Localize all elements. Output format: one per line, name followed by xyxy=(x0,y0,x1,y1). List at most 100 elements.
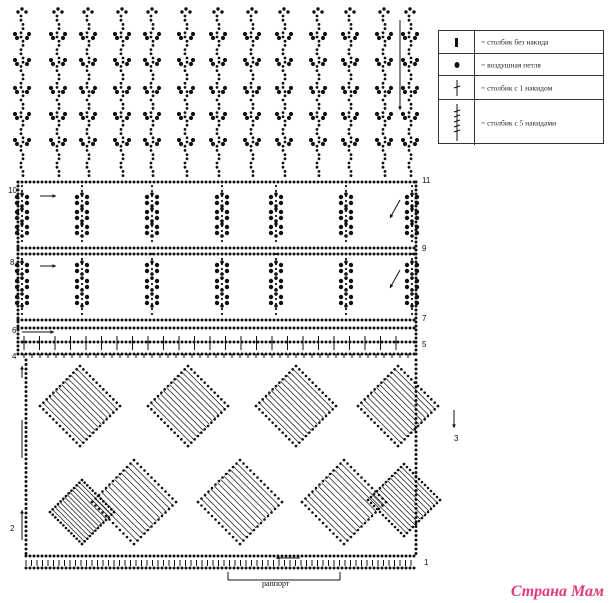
chain-dot xyxy=(88,566,92,570)
chain-dot xyxy=(20,326,24,330)
chain-dot xyxy=(352,89,358,95)
chain-dot xyxy=(24,318,28,322)
chain-dot xyxy=(183,165,187,169)
chain-dot xyxy=(183,98,187,102)
chain-dot xyxy=(220,234,224,238)
chain-dot xyxy=(212,318,216,322)
chain-dot xyxy=(328,352,332,356)
chain-dot xyxy=(128,246,132,250)
chain-dot xyxy=(149,52,153,56)
chain-dot xyxy=(414,248,418,252)
chain-dot xyxy=(400,326,404,330)
chain-dot xyxy=(338,200,344,206)
chain-dot xyxy=(376,566,380,570)
chain-dot xyxy=(254,141,260,147)
chain-dot xyxy=(274,260,278,264)
chain-dot xyxy=(28,554,32,558)
diamond-block-2 xyxy=(254,364,338,448)
chain-dot xyxy=(224,180,228,184)
chain-dot xyxy=(72,534,76,538)
chain-dot xyxy=(317,174,321,178)
chain-dot xyxy=(413,428,416,431)
chain-dot xyxy=(381,144,385,148)
chain-dot xyxy=(349,39,353,43)
chain-dot xyxy=(240,252,244,256)
chain-dot xyxy=(215,52,219,56)
chain-dot xyxy=(220,214,224,218)
chain-dot xyxy=(347,132,351,136)
chain-dot xyxy=(119,115,123,119)
chain-dot xyxy=(368,554,372,558)
chain-dot xyxy=(154,194,160,200)
chain-dot xyxy=(216,326,220,330)
chain-dot xyxy=(173,378,176,381)
chain-dot xyxy=(19,48,23,51)
chain-dot xyxy=(120,180,124,184)
chain-dot xyxy=(404,224,410,230)
chain-dot xyxy=(412,115,418,121)
chain-dot xyxy=(21,157,25,161)
chain-dot xyxy=(87,123,91,127)
chain-dot xyxy=(108,414,112,418)
chain-dot xyxy=(52,252,56,256)
chain-dot xyxy=(20,312,24,316)
chain-dot xyxy=(344,199,348,203)
chain-dot xyxy=(16,292,20,296)
chain-dot xyxy=(76,352,80,356)
chain-dot xyxy=(144,180,148,184)
chain-dot xyxy=(340,340,344,344)
chain-dot xyxy=(264,414,268,418)
chain-dot xyxy=(381,132,385,136)
chain-dot xyxy=(374,137,380,143)
chain-dot xyxy=(324,554,328,558)
chain-dot xyxy=(349,23,353,26)
chain-dot xyxy=(281,431,284,434)
chain-dot xyxy=(420,388,423,391)
chain-dot xyxy=(160,246,164,250)
chain-dot xyxy=(409,119,413,123)
tall-stitch xyxy=(71,489,105,523)
chain-dot xyxy=(132,318,136,322)
chain-dot xyxy=(426,510,430,514)
chain-dot xyxy=(185,77,189,81)
tall-stitch xyxy=(324,479,367,522)
chain-dot xyxy=(150,297,154,301)
chain-dot xyxy=(283,153,287,157)
chain-dot xyxy=(378,486,382,490)
chain-dot xyxy=(96,252,100,256)
chain-dot xyxy=(20,234,24,238)
chain-dot xyxy=(124,252,128,256)
chain-dot xyxy=(196,318,200,322)
chain-dot xyxy=(383,27,387,30)
chain-dot xyxy=(278,215,284,221)
chain-dot xyxy=(286,89,292,95)
chain-dot xyxy=(85,65,89,68)
chain-dot xyxy=(217,56,221,60)
tall-stitch xyxy=(271,390,312,431)
chain-dot xyxy=(136,246,140,250)
chain-dot xyxy=(144,252,148,256)
chain-dot xyxy=(172,180,176,184)
chain-dot xyxy=(121,23,125,26)
chain-dot xyxy=(310,35,316,41)
arrow-head xyxy=(20,510,24,514)
chain-dot xyxy=(80,180,84,184)
chain-dot xyxy=(383,44,387,47)
chain-dot xyxy=(150,234,154,238)
chain-dot xyxy=(172,252,176,256)
chain-dot xyxy=(414,272,418,276)
chain-dot xyxy=(215,161,219,165)
arrow-head xyxy=(276,556,280,560)
chain-dot xyxy=(224,554,228,558)
chain-dot xyxy=(57,23,61,26)
chain-dot xyxy=(251,77,255,81)
chain-dot xyxy=(44,340,48,344)
chain-dot xyxy=(57,174,61,178)
chain-dot xyxy=(344,287,348,291)
chain-dot xyxy=(249,532,252,535)
chain-dot xyxy=(296,554,300,558)
chain-dot xyxy=(74,262,80,268)
chain-dot xyxy=(85,31,89,35)
chain-dot xyxy=(220,89,226,95)
row-number-7: 7 xyxy=(422,314,427,323)
